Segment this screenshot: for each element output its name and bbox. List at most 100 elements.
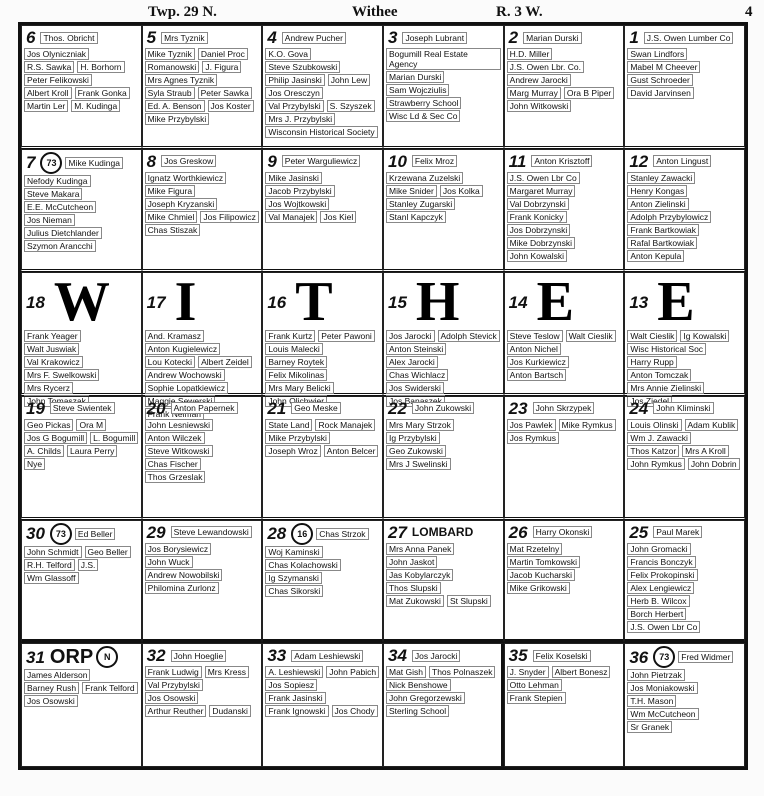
landowner-parcel: Frank Bartkowiak (627, 223, 699, 236)
landowner-parcel: St Slupski (446, 594, 491, 607)
landowner-parcel: Frank Ignowski (265, 705, 329, 718)
landowner-parcel: K.O. Gova (265, 48, 312, 60)
landowner-parcel: Mat Gish (385, 666, 426, 679)
section-number: 36 (629, 647, 649, 667)
landowner-parcel: Rock Manajek (315, 418, 376, 431)
landowner-parcel: Mat Rzetelny (506, 542, 563, 555)
landowner-parcel: Ed Beller (74, 527, 116, 540)
section-number: 4 (267, 28, 277, 47)
section-number: 22 (387, 398, 407, 418)
landowner-parcel: Jos Osowski (144, 692, 199, 705)
highway-16-marker-icon: 16 (291, 522, 314, 545)
section-number: 17 (146, 292, 166, 312)
landowner-parcel: Felix Koselski (532, 649, 591, 662)
landowner-parcel: Jos Sopiesz (265, 679, 318, 692)
landowner-parcel: Rafal Bartkowiak (627, 236, 698, 249)
landowner-parcel: Szymon Arancchi (24, 239, 96, 252)
landowner-parcel: Anton Zielinski (627, 197, 689, 210)
landowner-parcel: Wisc Historical Soc (627, 343, 707, 356)
section-number: 10 (387, 151, 407, 171)
big-letter: E (536, 271, 574, 334)
landowner-parcel: State Land (265, 418, 313, 431)
landowner-parcel: Jos Jarocki (411, 649, 461, 662)
landowner-parcel: Sterling School (385, 705, 450, 718)
landowner-parcel: Jos Kolka (439, 184, 483, 197)
landowner-parcel: Mike Przybylski (144, 113, 210, 125)
landowner-parcel: John Zukowski (411, 402, 475, 415)
landowner-parcel: Mike Jasinski (265, 171, 322, 184)
town-thorp: ORP (49, 646, 94, 669)
landowner-parcel: Adam Leshiewski (291, 649, 364, 662)
landowner-parcel: Barney Roytek (265, 356, 328, 369)
landowner-parcel: Andrew Wochowski (144, 369, 225, 382)
landowner-parcel: Geo Beller (84, 545, 131, 558)
landowner-parcel: Ed. A. Benson (144, 100, 205, 112)
landowner-parcel: Walt Cieslik (565, 330, 616, 343)
landowner-parcel: Thos Katzor (627, 444, 680, 457)
landowner-parcel: Chas Stiszak (144, 223, 201, 236)
landowner-parcel: Albert Bonesz (551, 666, 611, 679)
section-number: 3 (387, 28, 398, 47)
landowner-parcel: Anton Nichel (506, 343, 561, 356)
landowner-parcel: R.H. Telford (24, 558, 75, 571)
landowner-parcel: Val Manajek (265, 210, 318, 223)
landowner-parcel: Lou Kotecki (144, 356, 196, 369)
landowner-parcel: Jos Filipowicz (200, 210, 259, 223)
landowner-parcel: Jos Nieman (24, 213, 75, 226)
landowner-parcel: Herb B. Wilcox (627, 594, 690, 607)
landowner-parcel: Mrs Mary Strzok (385, 418, 454, 431)
landowner-parcel: Val Krakowicz (24, 356, 83, 369)
landowner-parcel: Ora B Piper (563, 87, 615, 99)
landowner-parcel: Mrs Agnes Tyznik (144, 74, 218, 86)
landowner-parcel: Mike Dobrzynski (506, 236, 576, 249)
landowner-parcel: Nefody Kudinga (24, 174, 91, 187)
landowner-parcel: Philip Jasinski (265, 74, 325, 86)
landowner-parcel: Steve Makara (24, 187, 83, 200)
landowner-parcel: Mike Snider (385, 184, 437, 197)
landowner-parcel: Mike Przybylski (265, 431, 330, 444)
landowner-parcel: Sam Wojcziulis (385, 84, 450, 96)
landowner-parcel: Sr Granek (627, 721, 673, 734)
landowner-parcel: John Jaskot (385, 555, 438, 568)
landowner-parcel: John Pietrzak (627, 669, 685, 682)
landowner-parcel: Mrs Anna Panek (385, 542, 455, 555)
landowner-parcel: Jacob Przybylski (265, 184, 335, 197)
landowner-parcel: Strawberry School (385, 97, 462, 109)
landowner-parcel: L. Bogumill (90, 431, 139, 444)
landowner-parcel: Jos Osowski (24, 695, 78, 708)
landowner-parcel: Felix Mroz (411, 155, 458, 168)
landowner-parcel: Wm J. Zawacki (627, 431, 691, 444)
landowner-parcel: Mrs J Swelinski (385, 457, 451, 470)
landowner-parcel: J.S. Owen Lbr Co (506, 171, 580, 184)
landowner-parcel: Chas Fischer (144, 457, 201, 470)
landowner-parcel: Joseph Kryzanski (144, 197, 218, 210)
section-number: 11 (508, 151, 527, 171)
landowner-parcel: Anton Papernek (170, 402, 238, 415)
landowner-parcel: Marian Durski (385, 71, 445, 83)
landowner-parcel: Anton Belcer (323, 444, 379, 457)
landowner-parcel: Jos Oresczyn (265, 87, 323, 99)
landowner-parcel: Jos Rymkus (506, 431, 559, 444)
landowner-parcel: Marian Durski (523, 31, 582, 44)
landowner-parcel: Walt Cieslik (627, 330, 678, 343)
landowner-parcel: Joseph Lubrant (402, 31, 468, 44)
landowner-parcel: Geo Pickas (24, 418, 74, 431)
landowner-parcel: Swan Lindfors (627, 48, 688, 60)
landowner-parcel: J.S. Owen Lumber Co (643, 31, 734, 44)
